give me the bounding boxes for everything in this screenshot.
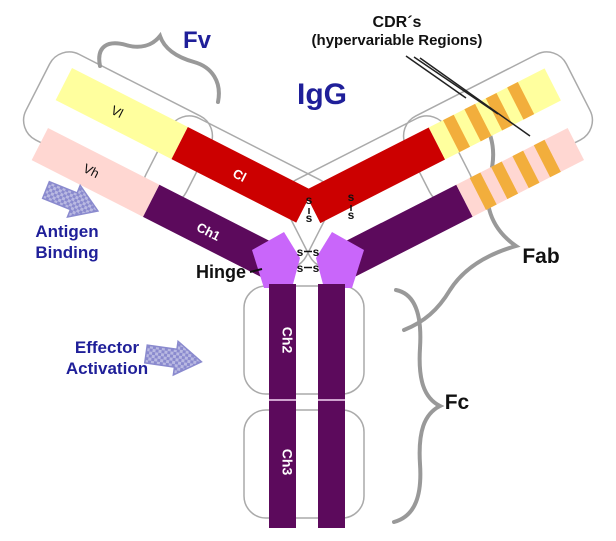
fv-label: Fv (183, 27, 212, 54)
right-heavy-chain-arm (336, 127, 585, 279)
fc-label: Fc (445, 391, 470, 414)
right-stem-bar (318, 284, 345, 528)
disulfide-s: s (297, 261, 304, 275)
ch2-domain-outline (243, 285, 365, 395)
cdr-stripe (491, 161, 519, 200)
cdr-stripe (485, 92, 513, 131)
hinge-left-segment (252, 232, 300, 288)
fc-stem: Ch2 Ch3 (269, 284, 345, 528)
effector-activation-arrow (143, 339, 203, 377)
cdr-stripe (464, 103, 492, 142)
disulfide-s: s (348, 190, 355, 204)
left-stem-bar (269, 284, 296, 528)
left-light-chain: Vl Cl (55, 68, 313, 223)
ch2-label: Ch2 (280, 327, 296, 354)
cl-label: Cl (230, 166, 248, 185)
cdr-stripe (507, 82, 535, 120)
fv-brace (97, 31, 221, 104)
cdr-stripe (469, 172, 497, 210)
cdr-stripe (512, 150, 540, 189)
fab-brace (402, 110, 521, 332)
labels: Fv CDR´s (hypervariable Regions) IgG Ant… (35, 14, 559, 414)
antigen-binding-label-line1: Antigen (35, 222, 98, 241)
hinge-label: Hinge (196, 262, 246, 282)
cl-domain-bar-right (304, 127, 446, 224)
disulfide-s: s (306, 211, 313, 225)
effector-activation-label-line1: Effector (75, 338, 140, 357)
disulfide-bonds: s s s s s s s s (297, 190, 355, 275)
fab-label: Fab (522, 245, 559, 268)
disulfide-s: s (306, 193, 313, 207)
cdr-pointer-line (405, 55, 467, 99)
disulfide-s: s (313, 245, 320, 259)
ch1-domain-bar-right (336, 184, 473, 279)
right-light-chain (304, 68, 561, 224)
ch3-label: Ch3 (280, 449, 296, 476)
hinge-pointer-line (249, 268, 263, 273)
hinge-right-segment (316, 232, 364, 288)
braces (97, 31, 521, 524)
fc-brace (392, 288, 445, 524)
antigen-binding-arrow (41, 180, 100, 219)
disulfide-s: s (348, 208, 355, 222)
hinge-region (252, 232, 364, 288)
effector-activation-label-line2: Activation (66, 359, 148, 378)
cdr-pointer-line (419, 57, 531, 137)
annotation-arrows (41, 180, 203, 377)
disulfide-s: s (313, 261, 320, 275)
cdr-pointer-line (413, 56, 499, 115)
left-heavy-chain-arm: Vh Ch1 (31, 128, 280, 279)
cl-domain-bar (171, 127, 313, 223)
ch2-ch3-separator-left (269, 399, 296, 401)
cdr-pointer-lines (405, 55, 531, 137)
cdr-stripe (442, 114, 471, 153)
antigen-binding-label-line2: Binding (35, 243, 98, 262)
ch3-domain-outline (243, 409, 365, 519)
cdr-stripe (533, 139, 561, 178)
vh-label: Vh (81, 161, 102, 182)
vh-domain-bar (31, 128, 160, 217)
cdr-label-line1: CDR´s (373, 14, 422, 31)
cdr-label-line2: (hypervariable Regions) (312, 32, 483, 49)
disulfide-s: s (297, 245, 304, 259)
vl-domain-bar (55, 68, 188, 160)
ch2-ch3-separator-right (318, 399, 345, 401)
ch1-domain-bar (143, 184, 280, 279)
igg-title: IgG (297, 78, 347, 111)
